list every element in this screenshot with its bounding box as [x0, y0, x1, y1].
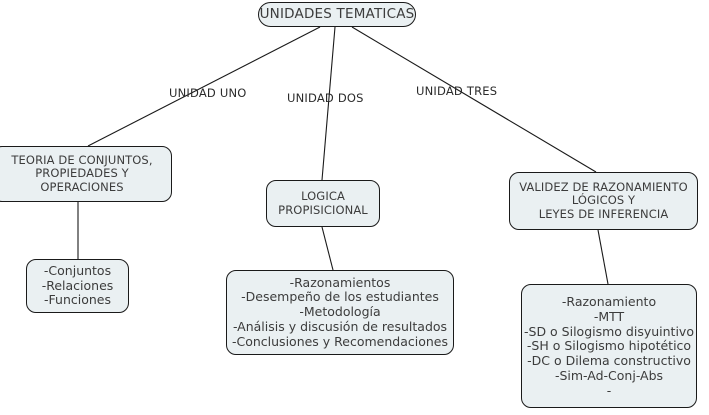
leaf-node-conjuntos-list[interactable]: -Conjuntos -Relaciones -Funciones	[26, 259, 129, 313]
root-node-label: UNIDADES TEMATICAS	[259, 5, 415, 22]
edge-root-to-unidad-tres	[351, 26, 597, 173]
branch-node-validez-razonamiento[interactable]: VALIDEZ DE RAZONAMIENTO LÓGICOS Y LEYES …	[509, 172, 698, 230]
edge-label-unidad-tres: UNIDAD TRES	[416, 84, 498, 98]
leaf-node-validez-list[interactable]: -Razonamiento -MTT -SD o Silogismo disyu…	[521, 284, 697, 408]
root-node-unidades-tematicas[interactable]: UNIDADES TEMATICAS	[258, 2, 416, 27]
branch-node-teoria-label: TEORIA DE CONJUNTOS, PROPIEDADES Y OPERA…	[11, 152, 153, 194]
branch-node-logica-label: LOGICA PROPISICIONAL	[278, 188, 368, 217]
branch-node-validez-label: VALIDEZ DE RAZONAMIENTO LÓGICOS Y LEYES …	[519, 179, 688, 221]
leaf-node-logica-label: -Razonamientos -Desempeño de los estudia…	[231, 274, 448, 349]
leaf-node-conjuntos-label: -Conjuntos -Relaciones -Funciones	[41, 262, 114, 308]
branch-node-logica-propisicional[interactable]: LOGICA PROPISICIONAL	[266, 180, 380, 227]
leaf-node-validez-label: -Razonamiento -MTT -SD o Silogismo disyu…	[524, 294, 694, 398]
branch-node-teoria-de-conjuntos[interactable]: TEORIA DE CONJUNTOS, PROPIEDADES Y OPERA…	[0, 146, 172, 202]
edge-label-unidad-dos: UNIDAD DOS	[287, 91, 364, 105]
edge-label-unidad-uno: UNIDAD UNO	[169, 86, 247, 100]
edge-logica-to-razonamientos	[321, 226, 334, 271]
leaf-node-logica-list[interactable]: -Razonamientos -Desempeño de los estudia…	[226, 270, 454, 355]
edge-validez-to-razonamiento	[597, 229, 609, 285]
